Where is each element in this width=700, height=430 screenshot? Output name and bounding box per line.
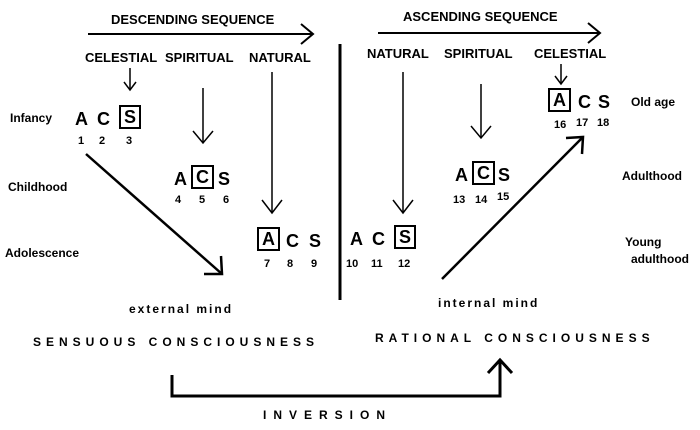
internal-mind-label: internal mind xyxy=(438,296,540,310)
stage-childhood: Childhood xyxy=(8,180,68,194)
inversion-bracket-arrow xyxy=(170,357,514,398)
column-celestial-left: CELESTIAL xyxy=(85,50,158,65)
rational-consciousness-label: RATIONAL CONSCIOUSNESS xyxy=(375,331,655,345)
triad-2-letter-a: A xyxy=(174,169,187,189)
descending-sequence-label: DESCENDING SEQUENCE xyxy=(111,12,275,27)
triad-5-number-14: 14 xyxy=(475,194,488,206)
triad-1-number-3: 3 xyxy=(126,135,133,147)
column-spiritual-right: SPIRITUAL xyxy=(444,46,513,61)
triad-1-letter-a: A xyxy=(75,109,88,129)
spiritual-right-down-arrow xyxy=(470,84,492,140)
triad-2-number-6: 6 xyxy=(223,194,230,206)
triad-4-number-12: 12 xyxy=(398,258,411,270)
triad-2-number-4: 4 xyxy=(175,194,182,206)
triad-5-number-13: 13 xyxy=(453,194,466,206)
sensuous-consciousness-label: SENSUOUS CONSCIOUSNESS xyxy=(33,335,320,349)
natural-left-down-arrow xyxy=(261,72,283,215)
triad-6-number-16: 16 xyxy=(554,119,567,131)
triad-3-number-9: 9 xyxy=(311,258,318,270)
stage-adulthood-2: adulthood xyxy=(631,252,689,266)
stage-old-age: Old age xyxy=(631,95,676,109)
triad-2-letter-s: S xyxy=(218,169,231,189)
triad-3-number-7: 7 xyxy=(264,258,271,270)
ascending-sequence-label: ASCENDING SEQUENCE xyxy=(403,9,558,24)
column-natural-right: NATURAL xyxy=(367,46,429,61)
descending-diagonal-arrow xyxy=(85,153,224,276)
triad-1-letter-c: C xyxy=(97,109,110,129)
ascending-header-arrow xyxy=(378,22,602,44)
triad-1-number-1: 1 xyxy=(78,135,85,147)
celestial-right-down-arrow xyxy=(554,64,568,86)
inversion-label: INVERSION xyxy=(263,408,393,422)
stage-adolescence: Adolescence xyxy=(5,246,80,260)
triad-4-letter-c: C xyxy=(372,229,385,249)
column-spiritual-left: SPIRITUAL xyxy=(165,50,234,65)
triad-3-number-8: 8 xyxy=(287,258,294,270)
external-mind-label: external mind xyxy=(129,302,234,316)
triad-5-number-15: 15 xyxy=(497,191,510,203)
triad-2-number-5: 5 xyxy=(199,194,206,206)
celestial-left-down-arrow xyxy=(123,68,137,92)
triad-3-letter-s: S xyxy=(309,231,322,251)
stage-infancy: Infancy xyxy=(10,111,53,125)
ascending-diagonal-arrow xyxy=(441,135,585,280)
spiritual-left-down-arrow xyxy=(192,88,214,145)
triad-4-letter-s-boxed: S xyxy=(394,225,417,249)
triad-3-letter-a-boxed: A xyxy=(257,227,280,251)
triad-2-letter-c-boxed: C xyxy=(191,165,214,189)
triad-6-letter-c: C xyxy=(578,92,591,112)
triad-3-letter-c: C xyxy=(286,231,299,251)
triad-1-letter-s-boxed: S xyxy=(119,105,142,129)
triad-4-letter-a: A xyxy=(350,229,363,249)
triad-6-number-17: 17 xyxy=(576,117,589,129)
triad-5-letter-s: S xyxy=(498,165,511,185)
triad-4-number-10: 10 xyxy=(346,258,359,270)
stage-young: Young xyxy=(625,235,662,249)
column-celestial-right: CELESTIAL xyxy=(534,46,607,61)
triad-5-letter-a: A xyxy=(455,165,468,185)
descending-header-arrow xyxy=(88,23,315,45)
triad-6-letter-s: S xyxy=(598,92,611,112)
triad-6-number-18: 18 xyxy=(597,117,610,129)
triad-4-number-11: 11 xyxy=(371,258,383,270)
triad-1-number-2: 2 xyxy=(99,135,106,147)
natural-right-down-arrow xyxy=(392,72,414,215)
column-natural-left: NATURAL xyxy=(249,50,311,65)
stage-adulthood: Adulthood xyxy=(622,169,682,183)
triad-6-letter-a-boxed: A xyxy=(548,88,571,112)
triad-5-letter-c-boxed: C xyxy=(472,161,495,185)
